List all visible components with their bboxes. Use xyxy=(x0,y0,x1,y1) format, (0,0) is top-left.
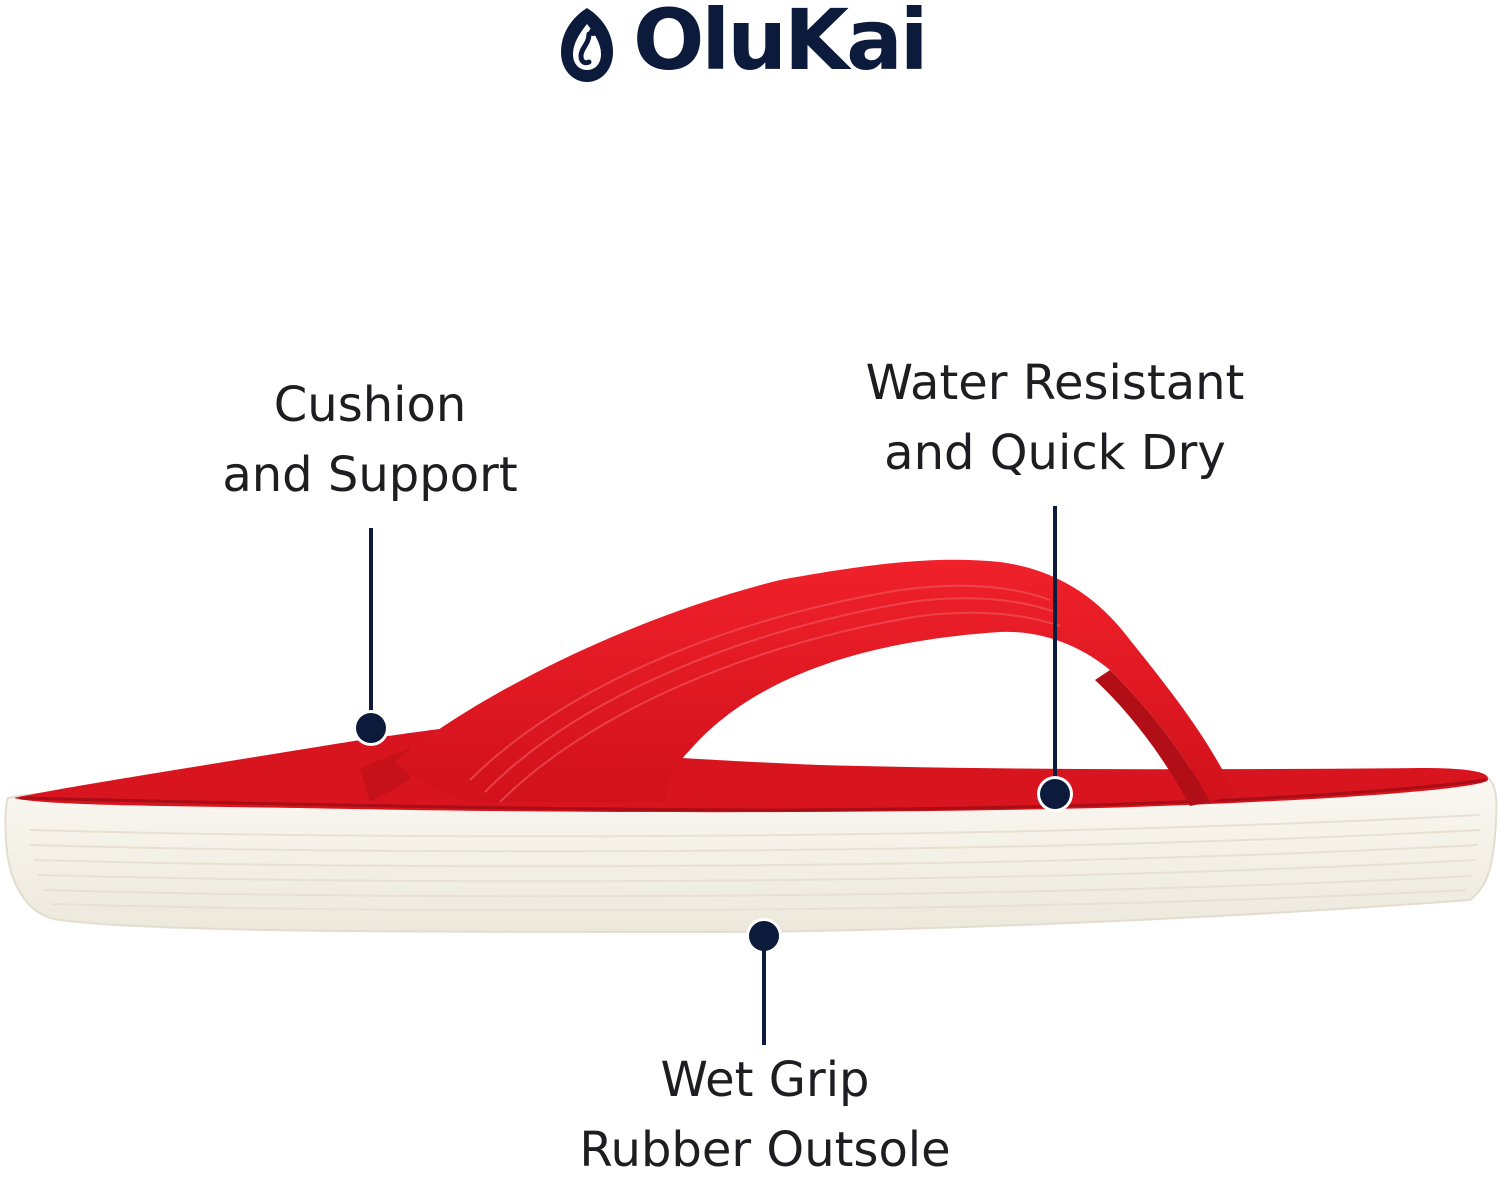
callout-water-line2: and Quick Dry xyxy=(884,425,1226,481)
brand-logo: OluKai xyxy=(555,0,955,90)
sandal-illustration xyxy=(4,559,1498,934)
callout-cushion-label: Cushion and Support xyxy=(170,370,570,510)
brand-wordmark: OluKai xyxy=(633,0,929,89)
callout-water-label: Water Resistant and Quick Dry xyxy=(830,348,1280,488)
callout-cushion-dot xyxy=(356,713,386,743)
callout-cushion-leader xyxy=(369,528,373,718)
callout-grip-label: Wet Grip Rubber Outsole xyxy=(530,1045,1000,1185)
callout-grip-leader xyxy=(762,950,766,1045)
callout-water-line1: Water Resistant xyxy=(865,355,1245,411)
callout-water-dot xyxy=(1040,779,1070,809)
callout-grip-line2: Rubber Outsole xyxy=(579,1122,951,1178)
callout-cushion-line1: Cushion xyxy=(273,377,467,433)
hook-logo-icon xyxy=(561,8,613,82)
callout-grip-line1: Wet Grip xyxy=(660,1052,870,1108)
callout-water-leader xyxy=(1053,506,1057,784)
callout-grip-dot xyxy=(749,921,779,951)
callout-cushion-line2: and Support xyxy=(222,447,518,503)
